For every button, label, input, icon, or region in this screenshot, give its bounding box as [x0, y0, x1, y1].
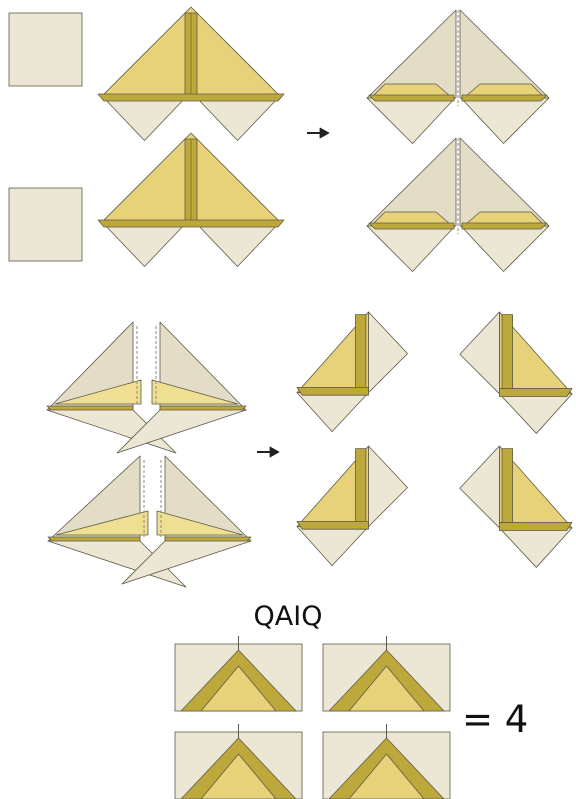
- vertical-strip: [356, 449, 366, 524]
- cream-diamond-right: [461, 98, 549, 144]
- arrow-head: [320, 128, 329, 138]
- gold-corner-left: [373, 84, 450, 96]
- horizontal-bar: [499, 523, 572, 531]
- gold-corner-left: [373, 212, 450, 224]
- fabric-square-top: [9, 13, 82, 86]
- qaiq-block-1: [175, 636, 302, 711]
- fabric-square-bottom: [9, 188, 82, 261]
- horizontal-bar-right: [462, 95, 547, 101]
- qaiq-caption: QAIQ: [0, 601, 576, 632]
- cream-wing: [460, 446, 500, 528]
- split-unit-bottom: [367, 138, 549, 272]
- qaiq-block-3: [175, 724, 302, 799]
- horizontal-bar: [297, 387, 369, 395]
- cream-diamond-right: [461, 226, 549, 272]
- fabric-square: [9, 188, 82, 261]
- horizontal-bar-left: [369, 95, 454, 101]
- corner-unit-3: [297, 446, 408, 566]
- cream-wing: [369, 446, 408, 527]
- horizontal-bar: [98, 94, 284, 101]
- horizontal-bar: [499, 389, 572, 397]
- geese-unit-top: [98, 7, 284, 141]
- vertical-strip: [502, 315, 513, 392]
- right-arrow-icon: [307, 128, 329, 138]
- vertical-strip: [502, 449, 513, 526]
- right-arrow-icon: [257, 447, 279, 457]
- equals-four-label: = 4: [462, 698, 528, 741]
- qaiq-block-4: [323, 724, 450, 799]
- geese-unit-bottom: [98, 133, 284, 267]
- fabric-square: [9, 13, 82, 86]
- cream-diamond-right: [195, 222, 280, 267]
- split-unit-top: [367, 10, 549, 144]
- horizontal-bar-right: [462, 223, 547, 229]
- cream-diamond-left: [367, 98, 455, 144]
- gold-corner-right: [466, 212, 543, 224]
- cream-wing: [369, 312, 408, 393]
- cream-diamond: [297, 393, 369, 432]
- cream-diamond-right: [195, 96, 280, 141]
- gold-corner-right: [466, 84, 543, 96]
- cream-diamond: [499, 528, 572, 568]
- cream-diamond-left: [102, 222, 187, 267]
- cream-diamond-left: [102, 96, 187, 141]
- arrow-head: [270, 447, 279, 457]
- cream-wing: [460, 312, 500, 394]
- corner-unit-4: [460, 446, 572, 567]
- horizontal-bar: [98, 220, 284, 227]
- cream-diamond: [499, 394, 572, 434]
- vertical-strip: [356, 315, 366, 390]
- qaiq-block-2: [323, 636, 450, 711]
- cream-diamond-left: [367, 226, 455, 272]
- cream-diamond: [297, 527, 369, 566]
- corner-unit-2: [460, 312, 572, 433]
- horizontal-bar: [297, 521, 369, 529]
- corner-unit-1: [297, 312, 408, 432]
- horizontal-bar-left: [369, 223, 454, 229]
